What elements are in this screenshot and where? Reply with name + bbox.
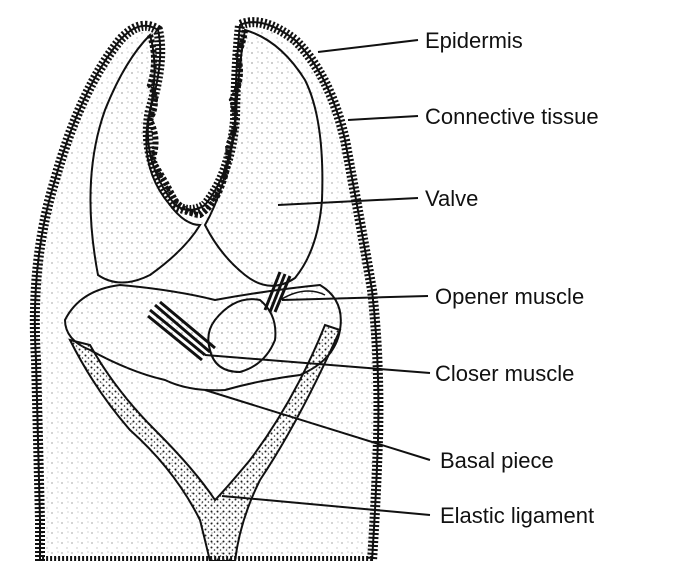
label-connective-tissue: Connective tissue [425,104,599,129]
label-opener-muscle: Opener muscle [435,284,584,309]
label-elastic-ligament: Elastic ligament [440,503,594,528]
label-epidermis: Epidermis [425,28,523,53]
label-valve: Valve [425,186,478,211]
label-basal-piece: Basal piece [440,448,554,473]
label-closer-muscle: Closer muscle [435,361,574,386]
